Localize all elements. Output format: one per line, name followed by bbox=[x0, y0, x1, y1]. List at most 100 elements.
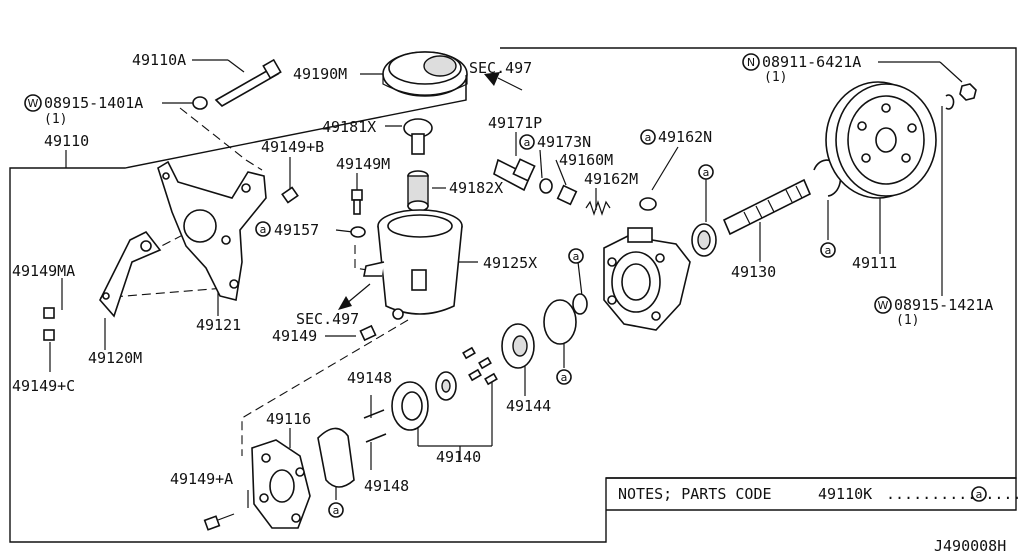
rotor-drawing bbox=[435, 371, 457, 401]
notes-symbol: a bbox=[976, 488, 983, 501]
marker-a-49173N: a bbox=[519, 134, 535, 150]
marker-a-gasket: a bbox=[328, 502, 344, 518]
pulley-49111-drawing bbox=[825, 81, 937, 199]
reservoir-cap-49190M-drawing bbox=[382, 51, 468, 97]
shaft-49130-drawing bbox=[722, 178, 812, 236]
label-08911-6421A-qty: (1) bbox=[764, 70, 787, 85]
label-08915-1421A-qty: (1) bbox=[896, 313, 919, 328]
connector-49171P-drawing bbox=[493, 158, 536, 192]
label-49149B: 49149+B bbox=[261, 138, 324, 156]
side-plate-49144-drawing bbox=[501, 323, 535, 369]
label-49125X: 49125X bbox=[483, 254, 537, 272]
notes-code: 49110K bbox=[818, 485, 872, 503]
svg-text:a: a bbox=[524, 136, 531, 149]
label-49130: 49130 bbox=[731, 263, 776, 281]
label-08911-6421A: 08911-6421A bbox=[762, 53, 861, 71]
oil-seal-drawing bbox=[691, 223, 717, 257]
svg-text:a: a bbox=[260, 223, 267, 236]
label-49190M: 49190M bbox=[293, 65, 347, 83]
filler-cap-49181X-drawing bbox=[403, 118, 433, 155]
label-49120M: 49120M bbox=[88, 349, 142, 367]
label-49160M: 49160M bbox=[559, 151, 613, 169]
label-49121: 49121 bbox=[196, 316, 241, 334]
marker-a-49162N: a bbox=[640, 129, 656, 145]
label-49162M: 49162M bbox=[584, 170, 638, 188]
marker-a-snapring: a bbox=[820, 242, 836, 258]
label-08915-1401A: 08915-1401A bbox=[44, 94, 143, 112]
svg-text:W: W bbox=[878, 299, 889, 312]
svg-text:a: a bbox=[561, 371, 568, 384]
bolt-49110A-drawing bbox=[214, 58, 282, 107]
label-49173N: 49173N bbox=[537, 133, 591, 151]
strainer-49182X-drawing bbox=[407, 170, 429, 212]
marker-n-08911-6421A: N bbox=[742, 53, 760, 71]
svg-text:a: a bbox=[645, 131, 652, 144]
svg-text:a: a bbox=[333, 504, 340, 517]
label-49110: 49110 bbox=[44, 132, 89, 150]
sec-arrows bbox=[338, 72, 523, 310]
notes-text: NOTES; PARTS CODE bbox=[618, 485, 772, 503]
notes-symbol-circle bbox=[971, 486, 987, 502]
o-ring-small-drawing bbox=[572, 293, 588, 315]
marker-a-49157: a bbox=[255, 221, 271, 237]
marker-w-08915-1421A: W bbox=[874, 296, 892, 314]
o-ring-49173N-drawing bbox=[539, 178, 553, 194]
label-49149: 49149 bbox=[272, 327, 317, 345]
washer-49157-drawing bbox=[350, 226, 366, 238]
svg-text:a: a bbox=[703, 166, 710, 179]
label-08915-1401A-qty: (1) bbox=[44, 112, 67, 127]
label-49182X: 49182X bbox=[449, 179, 503, 197]
marker-a-oring-small: a bbox=[568, 248, 584, 264]
label-49157: 49157 bbox=[274, 221, 319, 239]
notes-dots: ............... bbox=[886, 485, 1021, 503]
o-ring-49162N-drawing bbox=[639, 197, 657, 211]
notes-box bbox=[606, 477, 1017, 511]
label-49149C: 49149+C bbox=[12, 377, 75, 395]
svg-text:N: N bbox=[747, 56, 755, 69]
vanes-drawing bbox=[462, 346, 498, 386]
label-08915-1421A: 08915-1421A bbox=[894, 296, 993, 314]
gasket-drawing bbox=[317, 427, 355, 488]
pump-body-drawing bbox=[603, 227, 691, 331]
label-49171P: 49171P bbox=[488, 114, 542, 132]
marker-w-08915-1401A: W bbox=[24, 94, 42, 112]
spring-49162M-drawing bbox=[585, 200, 611, 216]
cam-ring-drawing bbox=[391, 381, 429, 431]
washer-08915-1421A-drawing bbox=[945, 94, 955, 110]
small-bolts-drawing bbox=[43, 186, 377, 531]
nut-08911-6421A-drawing bbox=[959, 83, 977, 101]
rear-cover-49116-drawing bbox=[251, 439, 311, 529]
diagram-id: J490008H bbox=[934, 537, 1006, 555]
svg-text:W: W bbox=[28, 97, 39, 110]
pin-49148-top-drawing bbox=[363, 409, 385, 419]
svg-text:a: a bbox=[825, 244, 832, 257]
label-49140: 49140 bbox=[436, 448, 481, 466]
label-49181X: 49181X bbox=[322, 118, 376, 136]
part-labels: 49110A 49190M SEC.497 08915-1401A (1) 49… bbox=[12, 51, 993, 495]
o-ring-large-drawing bbox=[543, 299, 577, 345]
label-49149MA: 49149MA bbox=[12, 262, 75, 280]
label-49148-bottom: 49148 bbox=[364, 477, 409, 495]
label-49148-top: 49148 bbox=[347, 369, 392, 387]
bracket-49121-drawing bbox=[157, 160, 267, 301]
marker-a-seal: a bbox=[698, 164, 714, 180]
valve-49160M-drawing bbox=[556, 184, 578, 206]
svg-text:a: a bbox=[573, 250, 580, 263]
reference-markers: a a a a a a a a W N W bbox=[24, 53, 892, 518]
marker-a-oring-large: a bbox=[556, 369, 572, 385]
leader-lines bbox=[49, 59, 963, 508]
label-49144: 49144 bbox=[506, 397, 551, 415]
label-49110A: 49110A bbox=[132, 51, 186, 69]
bracket-49120M-drawing bbox=[99, 230, 162, 318]
label-sec497-top: SEC.497 bbox=[469, 59, 532, 77]
part-drawings bbox=[43, 51, 977, 531]
washer-08915-1401A-drawing bbox=[192, 96, 208, 110]
pin-49148-bottom-drawing bbox=[365, 433, 387, 443]
notes: NOTES; PARTS CODE 49110K ...............… bbox=[618, 485, 1021, 503]
label-sec497-mid: SEC.497 bbox=[296, 310, 359, 328]
label-49116: 49116 bbox=[266, 410, 311, 428]
label-49111: 49111 bbox=[852, 254, 897, 272]
label-49149M: 49149M bbox=[336, 155, 390, 173]
label-49162N: 49162N bbox=[658, 128, 712, 146]
